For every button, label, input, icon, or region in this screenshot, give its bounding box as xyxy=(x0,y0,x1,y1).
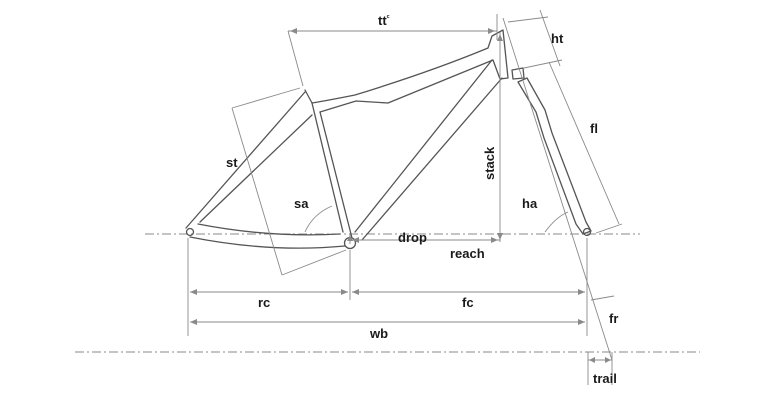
tt-arrow-right xyxy=(488,28,495,34)
label-reach: reach xyxy=(450,246,485,261)
sa-arc xyxy=(304,205,333,233)
label-st: st xyxy=(226,155,238,170)
ht-ext-top xyxy=(507,16,549,23)
label-tt: ttᶜ xyxy=(378,13,390,28)
label-sa: sa xyxy=(294,196,309,211)
trail-arrow-left xyxy=(589,357,595,363)
label-stack: stack xyxy=(482,146,497,180)
fl-line xyxy=(548,61,620,225)
st-line xyxy=(231,107,283,276)
steering-axis xyxy=(502,17,613,361)
tt-arrow-left xyxy=(290,28,297,34)
top-tube xyxy=(304,29,509,113)
fr-line xyxy=(590,295,615,301)
label-fc: fc xyxy=(462,295,474,310)
trail-arrow-right xyxy=(605,357,611,363)
bike-frame xyxy=(185,29,592,250)
rc-arrow-right xyxy=(341,289,348,295)
st-ext-top xyxy=(231,87,301,109)
wb-arrow-right xyxy=(578,319,585,325)
label-tt-mark: ᶜ xyxy=(387,13,390,22)
fc-arrow-right xyxy=(578,289,585,295)
label-fr: fr xyxy=(609,311,618,326)
label-drop: drop xyxy=(398,230,427,245)
rear-dropout xyxy=(185,227,195,237)
rc-arrow-left xyxy=(190,289,197,295)
stack-arrow-bottom xyxy=(497,233,503,240)
tt-ext-left xyxy=(287,30,304,87)
dimension-labels: ttᶜ ht fl stack st sa ha drop reach rc f… xyxy=(226,13,618,386)
ht-ext-bottom xyxy=(523,59,563,69)
stack-arrow-top xyxy=(497,34,503,41)
drop-arrow xyxy=(347,235,353,241)
label-ha: ha xyxy=(522,196,538,211)
label-fl: fl xyxy=(590,121,598,136)
reach-arrow-right xyxy=(491,237,498,243)
st-ext-bottom xyxy=(281,249,347,276)
seat-stay xyxy=(185,91,313,229)
wb-arrow-left xyxy=(190,319,197,325)
reach-arrow-left xyxy=(352,237,359,243)
ht-line xyxy=(539,9,561,67)
front-dropout xyxy=(582,227,592,237)
reference-lines xyxy=(75,233,700,353)
seat-tube xyxy=(311,102,353,239)
label-ht: ht xyxy=(551,31,564,46)
dimension-lines xyxy=(187,9,623,385)
label-wb: wb xyxy=(369,326,388,341)
label-trail: trail xyxy=(593,371,617,386)
fc-arrow-left xyxy=(352,289,359,295)
ha-arc xyxy=(544,211,569,233)
label-rc: rc xyxy=(258,295,270,310)
down-tube xyxy=(354,59,503,241)
fl-ext-bottom xyxy=(595,223,623,234)
